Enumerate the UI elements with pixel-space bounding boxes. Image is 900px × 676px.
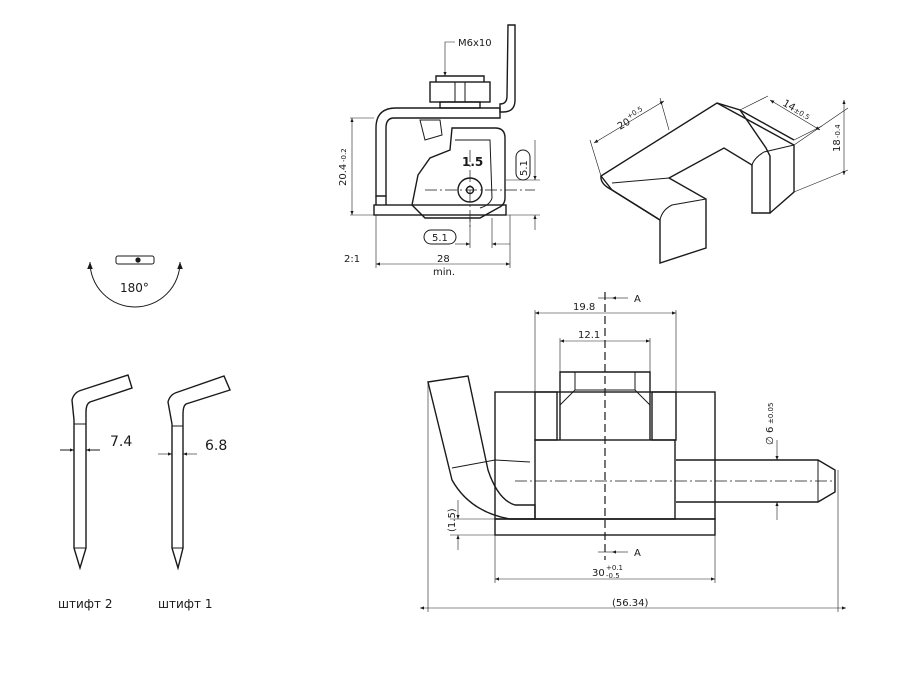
front-view: 1.5 M6x10 20.4 -0.2 5.1 5.1 28 [338,24,540,278]
section-mark-bottom: A [634,548,641,559]
bracket-tab [499,24,516,113]
pin-top-view [115,255,155,265]
right-dim: 5.1 [519,160,530,176]
pin1-label: штифт 1 [158,597,212,611]
rotation-angle: 180° [120,281,149,295]
pin2-label: штифт 2 [58,597,112,611]
bracket-base [373,204,507,216]
width-dim: 28 [437,254,450,265]
bracket-top-flange [375,107,501,197]
dim-30: 30 [592,568,605,579]
dim-12-1: 12.1 [578,330,600,341]
pin1-dim: 6.8 [205,438,227,454]
height-dim: 20.4 [338,164,349,186]
iso-dim-14-tol: ±0.5 [792,106,811,121]
pin-handle [427,375,536,520]
section-mark-top: A [634,294,641,305]
dia-value: 6 [765,427,776,433]
height-tol: -0.2 [340,148,348,162]
rotation-symbol: 180° [87,255,183,308]
dim-19-8: 19.8 [573,302,595,313]
bottom-dim: 5.1 [432,233,448,244]
iso-dim-18: 18 [832,139,843,152]
width-note: min. [433,267,455,278]
latch-body [411,127,506,219]
dia-tol: ±0.05 [767,403,775,424]
overall-dim: (56.34) [612,598,649,609]
dim-30-tol-upper: +0.1 [606,564,623,572]
dim-30-tol-lower: -0.5 [606,572,620,580]
scale-label: 2:1 [344,254,360,265]
side-view: A A 19.8 12.1 ∅ 6 ±0.05 (1.5) [420,292,846,612]
pin-2: 7.4 штифт 2 [58,374,133,611]
pin2-dim: 7.4 [110,434,132,450]
dim-1-5: (1.5) [447,508,458,532]
thickness-label: 1.5 [462,155,483,169]
dia-symbol: ∅ [765,436,776,445]
screw-head [429,81,491,103]
iso-dim-18-tol: -0.4 [834,124,842,138]
pin-1: 6.8 штифт 1 [158,375,231,611]
thread-label: M6x10 [458,38,492,49]
iso-view: 20 +0.5 14 ±0.5 18 -0.4 [589,95,849,264]
pin-shaft [676,459,836,503]
